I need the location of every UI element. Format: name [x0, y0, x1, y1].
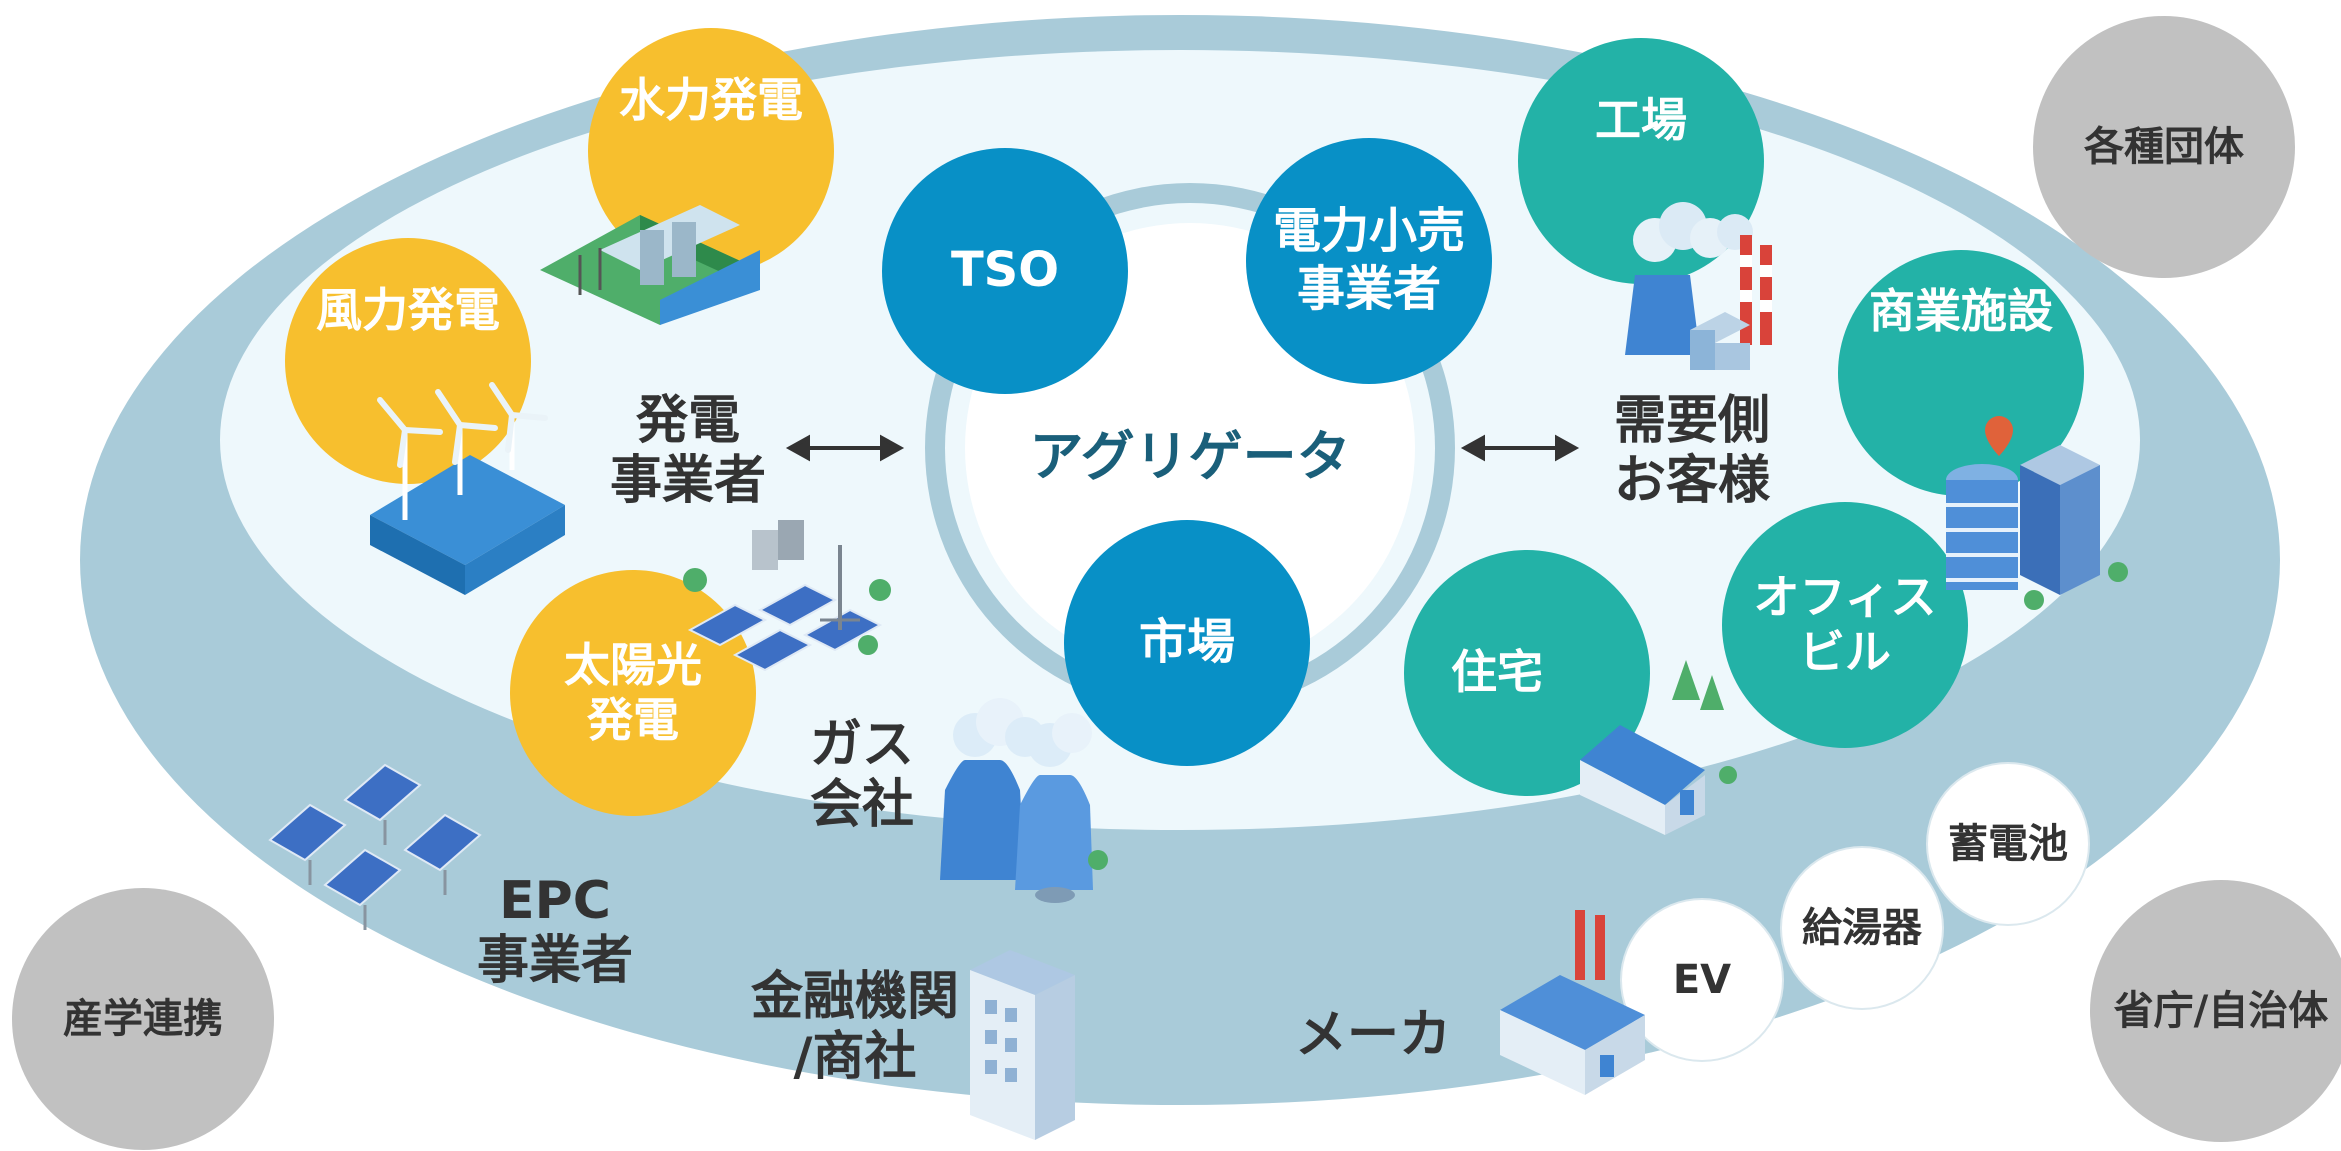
demand-group-label: 需要側 お客様: [1613, 391, 1770, 511]
double-arrow-icon: [1460, 434, 1580, 462]
gas-company-label: ガス 会社: [809, 715, 914, 835]
epc-label: EPC 事業者: [476, 871, 633, 991]
node-market[interactable]: 市場: [1064, 520, 1310, 766]
double-arrow-icon: [785, 434, 905, 462]
generation-group-label: 発電 事業者: [609, 391, 766, 511]
aggregator-label: アグリゲータ: [1029, 425, 1351, 488]
node-industry-academia[interactable]: 産学連携: [12, 888, 274, 1150]
node-ev[interactable]: EV: [1622, 900, 1782, 1060]
node-commercial[interactable]: 商業施設: [1838, 250, 2084, 496]
node-solar[interactable]: 太陽光 発電: [510, 570, 756, 816]
node-residence[interactable]: 住宅: [1404, 550, 1650, 796]
node-associations[interactable]: 各種団体: [2033, 16, 2295, 278]
node-wind[interactable]: 風力発電: [285, 238, 531, 484]
node-power-retailer[interactable]: 電力小売 事業者: [1246, 138, 1492, 384]
node-factory[interactable]: 工場: [1518, 38, 1764, 284]
node-water-heater[interactable]: 給湯器: [1782, 848, 1942, 1008]
node-office[interactable]: オフィス ビル: [1722, 502, 1968, 748]
node-battery[interactable]: 蓄電池: [1928, 764, 2088, 924]
finance-label: 金融機関 /商社: [750, 967, 959, 1087]
node-government[interactable]: 省庁/自治体: [2090, 880, 2341, 1142]
node-tso[interactable]: TSO: [882, 148, 1128, 394]
maker-label: メーカ: [1294, 1005, 1451, 1065]
node-hydro[interactable]: 水力発電: [588, 28, 834, 274]
